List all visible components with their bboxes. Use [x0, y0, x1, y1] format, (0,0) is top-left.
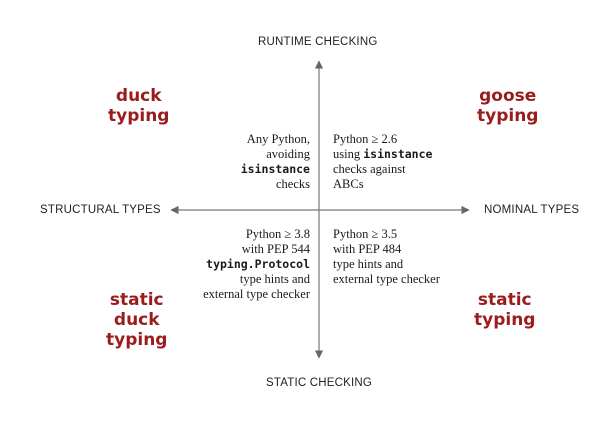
quadrant-bottom-right-line-4: external type checker [333, 272, 440, 286]
axis-label-structural-types: STRUCTURAL TYPES [40, 204, 161, 216]
quadrant-bottom-left-line-5: external type checker [203, 287, 310, 301]
axis-label-static-checking: STATIC CHECKING [266, 377, 373, 389]
quadrant-bottom-left-text: Python ≥ 3.8 with PEP 544 typing.Protoco… [203, 227, 310, 302]
quadrant-top-right-line-4: ABCs [333, 177, 364, 191]
label-duck-typing: duck typing [108, 86, 169, 126]
axis-label-nominal-types: NOMINAL TYPES [484, 204, 580, 216]
quadrant-top-right-line-2: using isinstance [333, 147, 433, 161]
axis-label-runtime-checking: RUNTIME CHECKING [258, 36, 378, 48]
quadrant-top-right-line-3: checks against [333, 162, 406, 176]
label-static-duck-typing-line-2: duck [113, 310, 160, 330]
label-duck-typing-line-1: duck [115, 86, 162, 106]
quadrant-top-left-text: Any Python, avoiding isinstance checks [241, 132, 310, 192]
label-duck-typing-line-2: typing [108, 106, 170, 126]
quadrant-top-left-line-2: avoiding [266, 147, 310, 161]
quadrant-bottom-right-line-1: Python ≥ 3.5 [333, 227, 398, 241]
quadrant-bottom-left-line-1: Python ≥ 3.8 [245, 227, 310, 241]
quadrant-bottom-left-line-4: type hints and [239, 272, 310, 286]
label-goose-typing-line-1: goose [479, 86, 537, 106]
label-static-typing-line-2: typing [474, 310, 536, 330]
quadrant-top-right-line-1: Python ≥ 2.6 [333, 132, 398, 146]
label-goose-typing: goose typing [477, 86, 538, 126]
isinstance-keyword: isinstance [363, 147, 433, 161]
quadrant-top-right-text: Python ≥ 2.6 using isinstance checks aga… [333, 132, 432, 192]
quadrant-top-left-line-1: Any Python, [246, 132, 310, 146]
quadrant-bottom-left-line-2: with PEP 544 [241, 242, 310, 256]
quadrant-bottom-right-line-3: type hints and [333, 257, 404, 271]
label-static-duck-typing-line-1: static [109, 290, 164, 310]
label-goose-typing-line-2: typing [477, 106, 539, 126]
quadrant-bottom-right-line-2: with PEP 484 [333, 242, 402, 256]
quadrant-top-left-line-3: isinstance [240, 162, 310, 176]
quadrant-bottom-right-text: Python ≥ 3.5 with PEP 484 type hints and… [333, 227, 440, 287]
label-static-duck-typing-line-3: typing [106, 330, 168, 350]
quadrant-bottom-left-line-3: typing.Protocol [206, 257, 310, 271]
label-static-typing-line-1: static [477, 290, 532, 310]
quadrant-top-left-line-4: checks [275, 177, 310, 191]
label-static-duck-typing: static duck typing [106, 290, 167, 350]
label-static-typing: static typing [474, 290, 535, 330]
